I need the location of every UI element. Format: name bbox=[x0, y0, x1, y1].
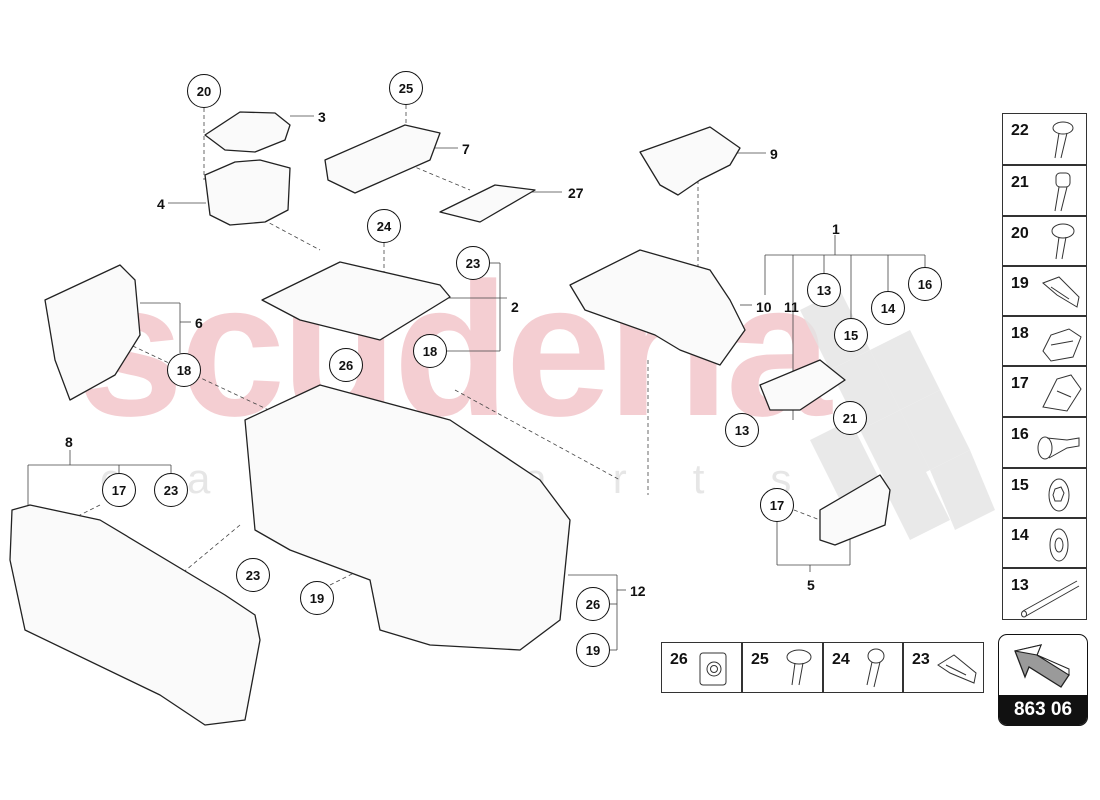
callout-26[interactable]: 26 bbox=[329, 348, 363, 382]
part-3-cupholder-trim bbox=[204, 111, 291, 153]
part-label-27[interactable]: 27 bbox=[568, 185, 584, 201]
washer-icon bbox=[1049, 528, 1069, 562]
callout-19[interactable]: 19 bbox=[300, 581, 334, 615]
part-label-4[interactable]: 4 bbox=[157, 196, 165, 212]
part-label-12[interactable]: 12 bbox=[630, 583, 646, 599]
part-label-9[interactable]: 9 bbox=[770, 146, 778, 162]
flange-screw-icon bbox=[786, 649, 812, 686]
part-6-side-panel bbox=[44, 264, 141, 401]
legend-cell-25[interactable]: 25 bbox=[742, 642, 823, 693]
page-code: 863 06 bbox=[999, 695, 1087, 725]
legend-cell-15[interactable]: 15 bbox=[1002, 468, 1087, 518]
part-2-console-trim bbox=[261, 261, 451, 341]
legend-cell-21[interactable]: 21 bbox=[1002, 165, 1087, 216]
part-10-armrest bbox=[569, 249, 746, 366]
callout-14[interactable]: 14 bbox=[871, 291, 905, 325]
callout-17[interactable]: 17 bbox=[760, 488, 794, 522]
part-label-2[interactable]: 2 bbox=[511, 299, 519, 315]
part-5-bracket bbox=[819, 474, 891, 546]
callout-23[interactable]: 23 bbox=[154, 473, 188, 507]
callout-18[interactable]: 18 bbox=[167, 353, 201, 387]
part-4-cupholder bbox=[204, 159, 291, 226]
legend-cell-23[interactable]: 23 bbox=[903, 642, 984, 693]
legend-cell-20[interactable]: 20 bbox=[1002, 216, 1087, 266]
callout-13[interactable]: 13 bbox=[725, 413, 759, 447]
legend-cell-14[interactable]: 14 bbox=[1002, 518, 1087, 568]
spring-clip-icon bbox=[937, 654, 977, 684]
callout-23[interactable]: 23 bbox=[456, 246, 490, 280]
socket-cap-bolt-icon bbox=[1054, 172, 1071, 212]
flanged-nut-icon bbox=[1048, 478, 1070, 512]
part-7-tray bbox=[324, 124, 441, 194]
expansion-rivet-icon bbox=[1037, 436, 1080, 460]
spring-nut-clip-icon bbox=[1042, 374, 1082, 412]
callout-13[interactable]: 13 bbox=[807, 273, 841, 307]
part-label-5[interactable]: 5 bbox=[807, 577, 815, 593]
cage-nut-icon bbox=[699, 652, 727, 686]
page-navigation-badge[interactable]: 863 06 bbox=[998, 634, 1088, 726]
callout-16[interactable]: 16 bbox=[908, 267, 942, 301]
legend-cell-22[interactable]: 22 bbox=[1002, 113, 1087, 165]
callout-24[interactable]: 24 bbox=[367, 209, 401, 243]
callout-26[interactable]: 26 bbox=[576, 587, 610, 621]
part-9-armrest-pad bbox=[639, 126, 741, 196]
legend-cell-24[interactable]: 24 bbox=[823, 642, 903, 693]
part-label-1[interactable]: 1 bbox=[832, 221, 840, 237]
callout-21[interactable]: 21 bbox=[833, 401, 867, 435]
flange-bolt-icon bbox=[1051, 223, 1075, 260]
part-27-mat bbox=[439, 184, 536, 223]
part-8-side-cover bbox=[9, 504, 261, 726]
part-12-console-frame bbox=[244, 384, 571, 651]
retaining-clip-icon bbox=[1042, 328, 1082, 362]
part-label-6[interactable]: 6 bbox=[195, 315, 203, 331]
legend-cell-16[interactable]: 16 bbox=[1002, 417, 1087, 468]
pin-rod-icon bbox=[1021, 580, 1080, 618]
part-label-10[interactable]: 10 bbox=[756, 299, 772, 315]
callout-19[interactable]: 19 bbox=[576, 633, 610, 667]
button-head-screw-icon bbox=[866, 648, 885, 688]
callout-25[interactable]: 25 bbox=[389, 71, 423, 105]
part-label-7[interactable]: 7 bbox=[462, 141, 470, 157]
legend-cell-18[interactable]: 18 bbox=[1002, 316, 1087, 366]
legend-cell-17[interactable]: 17 bbox=[1002, 366, 1087, 417]
callout-23[interactable]: 23 bbox=[236, 558, 270, 592]
part-label-3[interactable]: 3 bbox=[318, 109, 326, 125]
callout-18[interactable]: 18 bbox=[413, 334, 447, 368]
part-label-8[interactable]: 8 bbox=[65, 434, 73, 450]
arrow-up-left-icon bbox=[1014, 644, 1070, 688]
callout-20[interactable]: 20 bbox=[187, 74, 221, 108]
callout-17[interactable]: 17 bbox=[102, 473, 136, 507]
screw-pan-head-icon bbox=[1052, 121, 1074, 159]
legend-cell-26[interactable]: 26 bbox=[661, 642, 742, 693]
spring-clip-icon bbox=[1042, 276, 1080, 308]
legend-cell-19[interactable]: 19 bbox=[1002, 266, 1087, 316]
part-11-hinge bbox=[759, 359, 846, 411]
part-label-11[interactable]: 11 bbox=[784, 299, 799, 315]
checkered-flag-watermark bbox=[800, 290, 995, 540]
legend-cell-13[interactable]: 13 bbox=[1002, 568, 1087, 620]
callout-15[interactable]: 15 bbox=[834, 318, 868, 352]
